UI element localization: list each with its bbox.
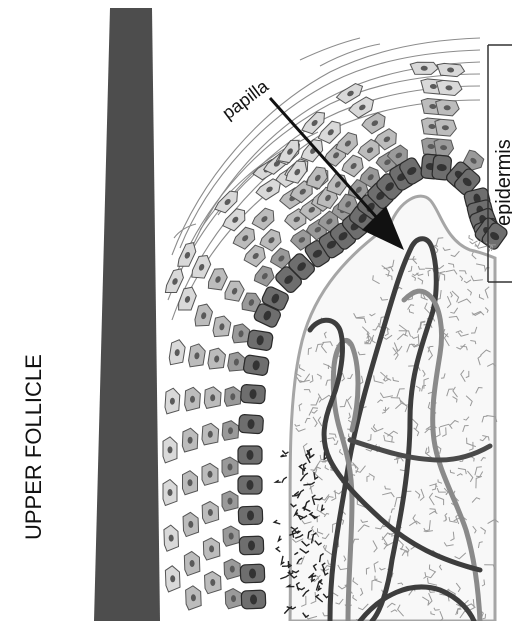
spinous-cell [163,437,177,463]
spinous-cell [410,62,438,74]
spinous-cell [223,526,240,547]
spinous-cell [212,314,232,339]
melanin-speck [274,520,280,524]
spinous-cell [203,538,220,561]
melanin-speck [280,575,289,579]
spinous-cell [207,347,226,371]
basal-cell [238,506,263,525]
spinous-cell [225,588,242,609]
spinous-nucleus [167,446,172,453]
spinous-cell [176,285,198,314]
fiber [469,235,473,240]
basal-cell [238,476,262,494]
melanin-speck [281,556,284,564]
spinous-cell [435,99,460,116]
spinous-nucleus [188,479,193,486]
spinous-cell [202,501,219,524]
spinous-cell [164,525,179,551]
melanin-speck [276,547,280,552]
papilla-label: papilla [218,75,272,123]
spinous-cell [202,463,218,485]
melanin-speck [276,480,281,482]
spinous-cell [202,423,219,446]
basal-cell [247,330,274,352]
spinous-cell [435,80,462,96]
basal-cell [243,355,270,377]
melanin-speck [279,536,282,541]
spinous-cell [165,566,180,593]
spinous-cell [183,471,198,495]
basal-cell [238,446,262,464]
spinous-cell [163,480,177,506]
spinous-cell [436,63,465,77]
hair-shaft [94,8,160,621]
spinous-nucleus [168,489,173,496]
spinous-cell [204,571,221,594]
basal-cell [240,384,265,404]
melanin-speck [282,451,288,454]
spinous-cell [204,386,221,409]
spinous-cell [168,339,186,367]
melanin-speck [281,455,287,457]
spinous-cell [222,457,238,477]
spinous-nucleus [227,498,232,505]
melanin-speck [282,477,287,483]
spinous-cell [227,351,246,373]
basal-cell [241,590,266,609]
spinous-cell [222,420,239,441]
spinous-cell [185,586,201,611]
spinous-cell [224,386,241,407]
spinous-cell [434,119,457,137]
spinous-nucleus [421,66,428,71]
spinous-cell [165,388,181,415]
epidermis-label: epidermis [493,139,512,226]
spinous-nucleus [228,464,233,471]
spinous-nucleus [208,471,213,478]
spinous-cell [222,491,238,511]
basal-cell [240,564,265,583]
upper-follicle-label: UPPER FOLLICLE [21,354,46,540]
fiber [470,241,478,244]
spinous-cell [182,428,198,453]
spinous-cell [188,343,207,369]
spinous-cell [193,302,214,329]
spinous-cell [184,551,200,575]
basal-nucleus [247,450,254,460]
basal-nucleus [247,480,254,490]
spinous-cell [184,387,201,412]
spinous-cell [183,512,199,536]
spinous-cell [433,139,454,157]
basal-cell [238,414,263,434]
spinous-cell [250,205,278,232]
basal-cell [239,536,264,555]
spinous-cell [224,559,241,580]
